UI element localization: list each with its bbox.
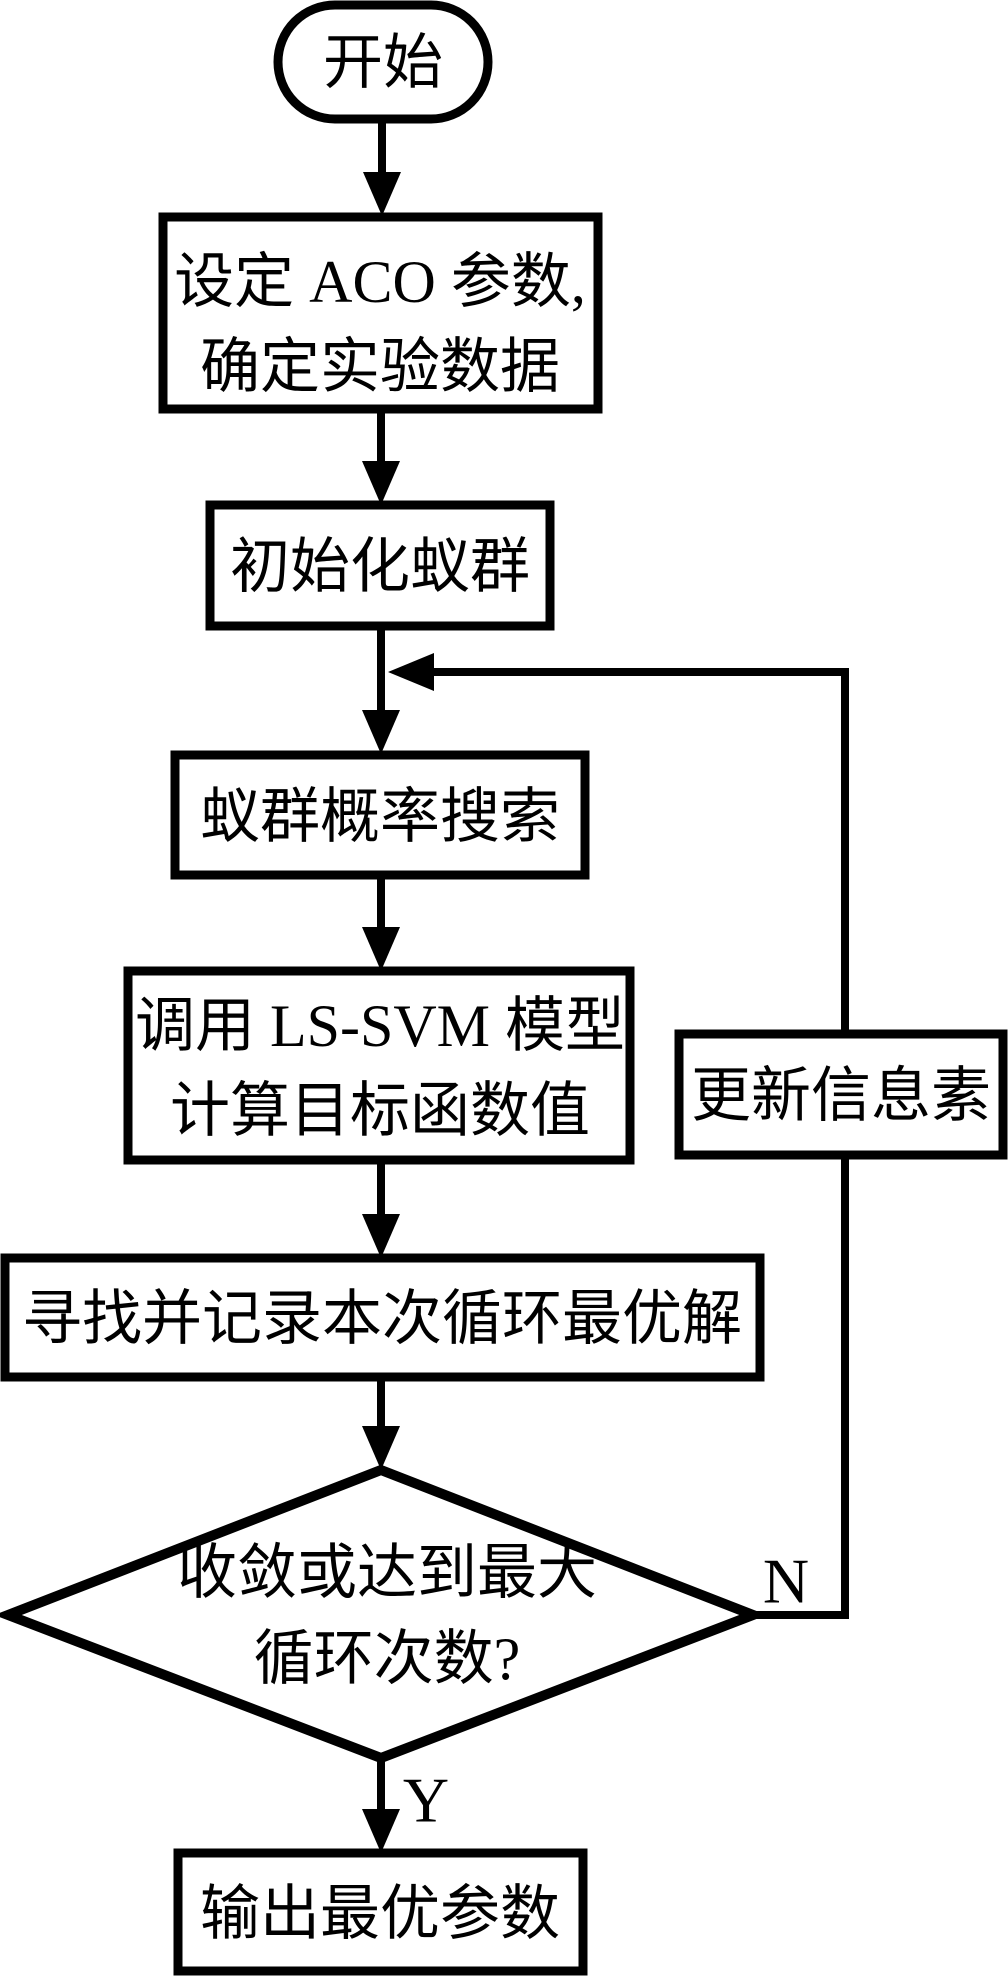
decision-diamond <box>0 1464 767 1764</box>
update-pheromone-box <box>674 1029 1008 1160</box>
record-best-box <box>0 1253 765 1382</box>
output-label: 输出最优参数 <box>200 1881 560 1947</box>
arrowhead-record <box>362 1214 400 1258</box>
init-colony-box <box>205 500 555 631</box>
ls-svm-box <box>123 966 635 1165</box>
output-box <box>173 1848 588 1976</box>
update-pheromone-label: 更新信息素 <box>691 1063 991 1129</box>
decision-line1: 收敛或达到最大 <box>177 1540 597 1606</box>
set-params-line2: 确定实验数据 <box>200 334 560 400</box>
arrowhead-output <box>362 1809 400 1853</box>
ls-svm-line2: 计算目标函数值 <box>170 1078 590 1144</box>
yes-branch-label: Y <box>403 1764 449 1835</box>
record-best-label: 寻找并记录本次循环最优解 <box>22 1286 742 1352</box>
set-params-line1: 设定 ACO 参数, <box>174 249 586 315</box>
prob-search-label: 蚁群概率搜索 <box>200 784 560 850</box>
start-label: 开始 <box>323 30 443 96</box>
arrowhead-init <box>362 461 400 505</box>
arrowhead-lssvm <box>362 927 400 971</box>
arrowhead-search <box>362 710 400 754</box>
no-branch-label: N <box>763 1545 809 1616</box>
set-params-box <box>158 212 603 414</box>
decision-line2: 循环次数? <box>254 1626 521 1692</box>
arrowhead-loop-merge <box>388 653 434 691</box>
arrowhead-decision <box>362 1426 400 1470</box>
prob-search-box <box>170 750 590 880</box>
ls-svm-line1: 调用 LS-SVM 模型 <box>135 993 625 1059</box>
start-terminal <box>273 0 493 124</box>
init-colony-label: 初始化蚁群 <box>230 534 530 600</box>
arrowhead-setparams <box>363 172 401 216</box>
